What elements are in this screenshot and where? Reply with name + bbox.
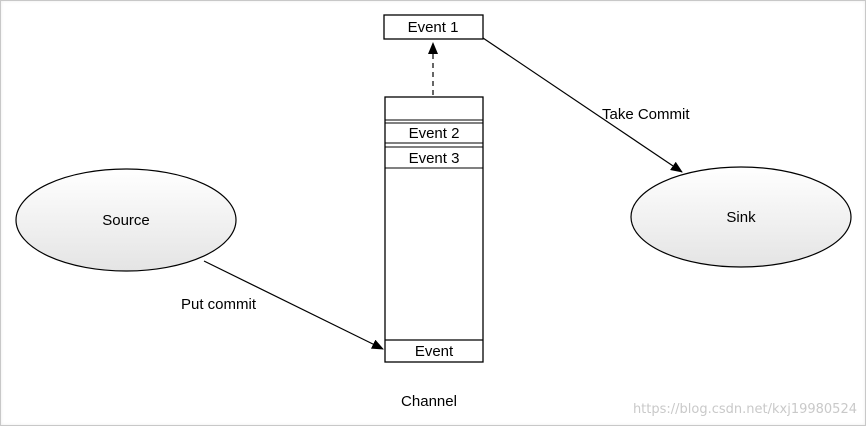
channel-bottom-event: Event [385,339,483,360]
take-commit-label: Take Commit [602,106,690,123]
put-commit-label: Put commit [181,296,257,313]
put-commit-arrow [203,260,384,350]
source-node: Source [15,168,237,272]
sink-label: Sink [726,209,756,226]
channel-event-slot: Event 3 [385,146,483,169]
channel-container: Event 2 Event 3 Event [384,96,484,363]
channel-bottom-event-label: Event [415,343,454,360]
sink-node: Sink [630,166,852,268]
channel-event-slot: Event 2 [385,119,483,144]
taken-event-box: Event 1 [383,14,484,40]
take-commit-arrow [482,37,683,173]
taken-event-label: Event 1 [408,19,459,36]
source-label: Source [102,212,150,229]
channel-label: Channel [401,393,457,410]
channel-event-label: Event 3 [409,150,460,167]
channel-event-label: Event 2 [409,125,460,142]
watermark-text: https://blog.csdn.net/kxj19980524 [633,402,857,417]
